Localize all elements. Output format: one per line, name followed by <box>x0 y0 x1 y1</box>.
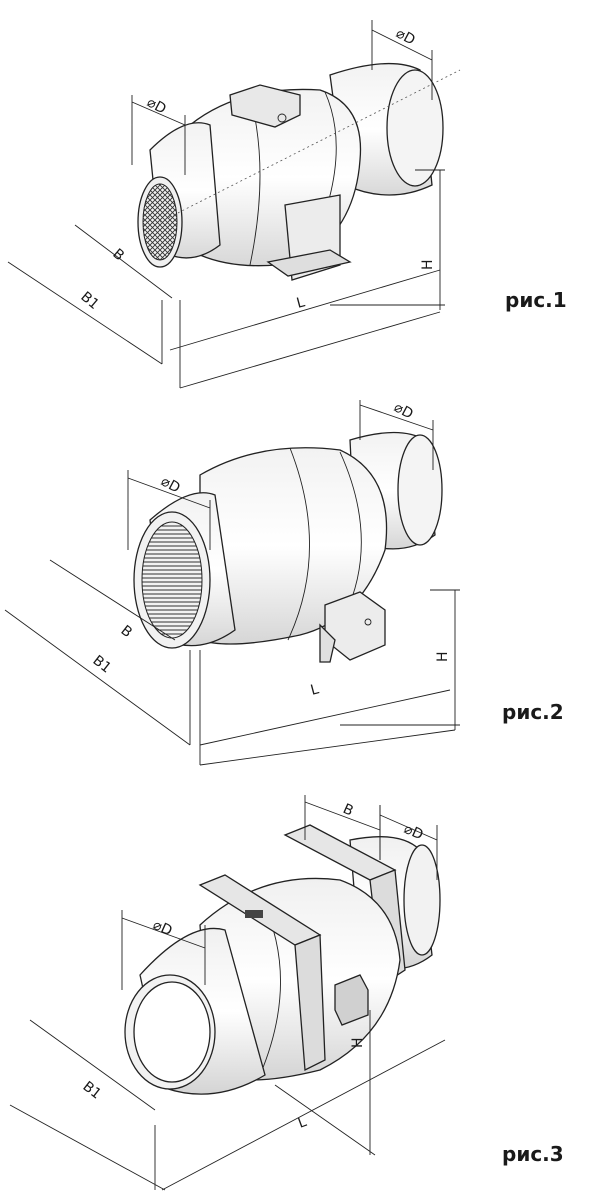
dim-label-h: H <box>420 259 436 270</box>
dim-label-b: B <box>340 801 355 820</box>
dim-label-b1: B1 <box>77 289 101 313</box>
terminal-box <box>334 974 369 1026</box>
dim-label-b: B <box>109 246 127 264</box>
figure-caption: рис.1 <box>505 288 567 312</box>
outlet-rim <box>403 844 441 956</box>
dim-label-h: H <box>435 651 451 662</box>
inlet-opening <box>133 981 211 1083</box>
dim-label-diameter-inlet: ⌀D <box>158 473 182 496</box>
dim-label-diameter-outlet: ⌀D <box>391 400 415 423</box>
dim-label-diameter-inlet: ⌀D <box>150 917 174 939</box>
dim-label-h: H <box>350 1037 366 1048</box>
outlet-rim <box>397 434 443 546</box>
terminal-box <box>229 84 301 128</box>
terminal-box <box>324 591 386 661</box>
dim-label-b1: B1 <box>90 653 114 677</box>
dim-label-b: B <box>118 623 135 642</box>
dim-label-l: L <box>309 681 321 699</box>
dim-label-b1: B1 <box>80 1079 104 1103</box>
fan-housing <box>199 447 388 645</box>
dim-label-l: L <box>296 1114 309 1132</box>
fan-drawing-2: ⌀D ⌀D B B1 L H <box>4 400 460 766</box>
fan-drawing-3: B ⌀D ⌀D B1 L H <box>9 795 446 1191</box>
dim-label-diameter-outlet: ⌀D <box>401 821 425 843</box>
figure-caption: рис.2 <box>502 700 564 724</box>
figure-caption: рис.3 <box>502 1142 564 1166</box>
dim-label-diameter-inlet: ⌀D <box>144 94 168 117</box>
bracket-slot <box>245 910 263 918</box>
figure-2: ⌀D ⌀D B B1 L H рис.2 <box>0 400 600 770</box>
dim-label-l: L <box>295 294 307 312</box>
inlet-grille <box>141 521 203 639</box>
figure-3: B ⌀D ⌀D B1 L H рис.3 <box>0 770 600 1200</box>
figure-1: ⌀D ⌀D B B1 L H рис.1 <box>0 0 600 400</box>
fan-drawing-1: ⌀D ⌀D B B1 L H <box>7 20 461 389</box>
dim-label-diameter-outlet: ⌀D <box>393 25 417 48</box>
outlet-rim <box>386 69 444 187</box>
